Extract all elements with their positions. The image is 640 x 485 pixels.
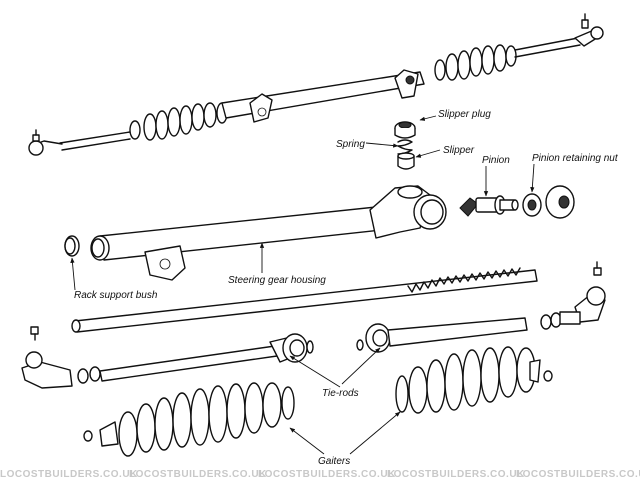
tie-rod-left <box>99 333 314 382</box>
right-tie-rod-end <box>540 261 606 330</box>
label-slipper-plug: Slipper plug <box>438 109 491 120</box>
spring-part <box>397 139 413 155</box>
watermark-text: LOCOSTBUILDERS.CO.UK <box>516 469 640 480</box>
tie-rod-right <box>356 317 528 353</box>
leader-lines <box>70 115 535 455</box>
label-steering-gear-housing: Steering gear housing <box>228 275 326 286</box>
rack-support-bush-part <box>64 235 80 257</box>
watermark-text: LOCOSTBUILDERS.CO.UK <box>258 469 396 480</box>
slipper-part <box>397 152 415 170</box>
left-tie-rod-end <box>21 326 101 389</box>
label-pinion-retaining-nut: Pinion retaining nut <box>532 153 619 164</box>
gaiter-left-part <box>83 382 295 457</box>
gaiter-right-part <box>395 346 553 414</box>
rack-bar-part <box>71 267 538 333</box>
watermark-text: LOCOSTBUILDERS.CO.UK <box>129 469 267 480</box>
pinion-retaining-nut-part <box>522 185 575 219</box>
watermark-text: LOCOSTBUILDERS.CO.UK <box>387 469 525 480</box>
pinion-part <box>459 195 519 217</box>
label-pinion: Pinion <box>482 155 510 166</box>
label-tie-rods: Tie-rods <box>322 388 359 399</box>
label-spring: Spring <box>336 139 365 150</box>
label-slipper: Slipper <box>443 145 475 156</box>
steering-gear-housing-part <box>90 185 447 281</box>
complete-rack-assembly <box>28 13 604 156</box>
slipper-plug-part <box>394 121 416 139</box>
label-rack-support-bush: Rack support bush <box>74 290 158 301</box>
watermark: LOCOSTBUILDERS.CO.UK LOCOSTBUILDERS.CO.U… <box>0 469 640 480</box>
watermark-text: LOCOSTBUILDERS.CO.UK <box>0 469 138 480</box>
label-gaiters: Gaiters <box>318 456 350 467</box>
